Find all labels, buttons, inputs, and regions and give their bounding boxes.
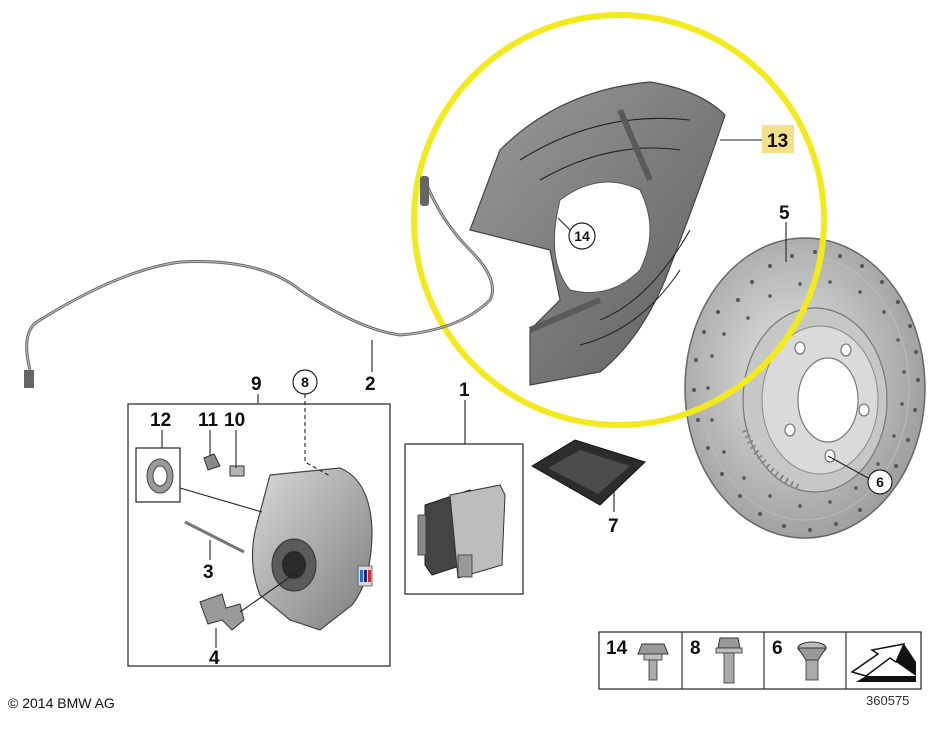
brake-pad-frame [404,443,524,595]
reference-number: 360575 [866,693,909,708]
leader-piston [239,569,301,613]
callout-4[interactable]: 4 [209,648,220,669]
leader-8 [304,394,331,477]
table-item-6[interactable]: 6 [772,638,783,659]
brake-wear-sensor[interactable] [24,176,494,388]
brake-disc[interactable] [684,237,926,539]
grease-packet[interactable] [531,439,646,506]
seal-ring-frame [135,447,181,503]
callout-14: 14 [574,228,590,244]
callout-13-highlight [762,125,794,153]
countersunk-screw-icon [797,641,827,681]
callout-8: 8 [301,374,309,390]
callout-6-circled[interactable]: 6 [867,469,893,495]
callout-8-circled[interactable]: 8 [292,369,318,395]
hex-bolt-icon [715,637,743,684]
callout-11[interactable]: 11 [198,410,219,431]
leader-14 [557,217,573,233]
callout-5[interactable]: 5 [779,203,790,224]
caliper-assembly-frame [127,403,391,667]
leader-seal [179,487,263,513]
brake-pad-set[interactable] [417,484,506,579]
leader-6 [827,455,869,479]
callout-7[interactable]: 7 [608,516,619,537]
seal-ring[interactable] [146,458,174,494]
copyright-text: © 2014 BMW AG [8,695,115,711]
brake-caliper[interactable] [251,467,373,631]
callout-3[interactable]: 3 [203,562,214,583]
callout-6: 6 [876,474,884,490]
arrow-icon[interactable] [850,642,916,682]
callout-1[interactable]: 1 [459,380,470,401]
callout-14-circled[interactable]: 14 [568,222,596,250]
callout-10[interactable]: 10 [224,410,245,431]
callout-12[interactable]: 12 [150,410,171,431]
brake-dust-shield[interactable] [469,81,726,386]
guide-pin[interactable] [184,520,245,554]
highlight-circle [411,12,827,428]
small-parts-table: 14 8 6 [598,631,922,690]
bleeder-screw[interactable] [229,465,245,477]
brake-pad-spring[interactable] [199,593,245,631]
callout-13[interactable]: 13 [767,131,788,152]
hex-flange-bolt-icon [637,643,669,681]
bleeder-cap[interactable] [203,453,221,471]
disc-drill-holes [692,250,920,532]
table-item-8[interactable]: 8 [690,638,701,659]
table-item-14[interactable]: 14 [606,638,628,659]
callout-2[interactable]: 2 [365,374,376,395]
callout-9[interactable]: 9 [251,374,262,395]
